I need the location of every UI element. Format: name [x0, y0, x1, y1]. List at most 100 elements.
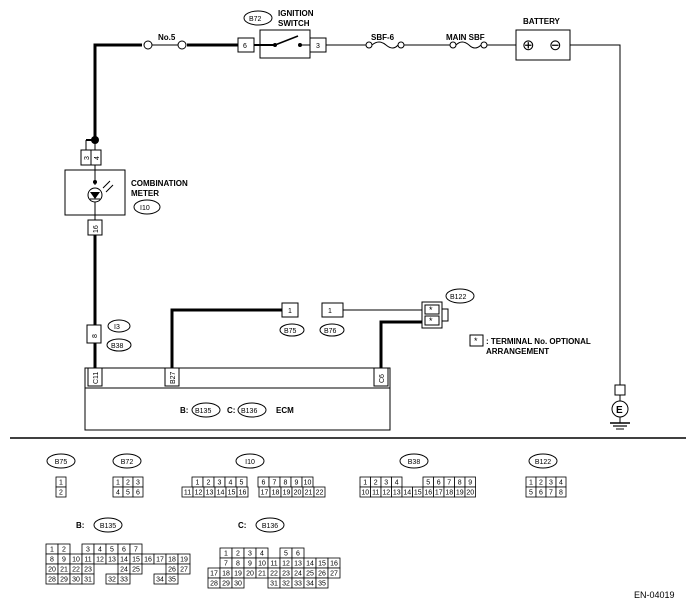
svg-text:6: 6 [243, 43, 247, 50]
svg-text:B:: B: [76, 521, 84, 530]
terminal-cell: 5 [422, 476, 434, 488]
terminal-cell: 3 [380, 476, 392, 488]
terminal-cell: 7 [219, 557, 233, 569]
terminal-cell: 3 [243, 547, 257, 559]
connector-ref-label: B75 [46, 453, 76, 469]
svg-text:16: 16 [424, 490, 432, 497]
terminal-cell: 10 [359, 486, 371, 498]
svg-text:B136: B136 [262, 523, 278, 530]
svg-text:32: 32 [108, 577, 116, 584]
terminal-cell: 1 [525, 476, 537, 488]
terminal-cell: 28 [45, 573, 59, 585]
terminal-cell: 7 [545, 486, 557, 498]
svg-text:20: 20 [294, 490, 302, 497]
svg-text:3: 3 [316, 43, 320, 50]
svg-text:12: 12 [382, 490, 390, 497]
terminal-cell: 23 [279, 567, 293, 579]
svg-text:No.5: No.5 [158, 33, 176, 42]
svg-text:C:: C: [227, 406, 235, 415]
svg-text:⊖: ⊖ [549, 37, 562, 54]
svg-text:30: 30 [72, 577, 80, 584]
terminal-cell: 27 [177, 563, 191, 575]
terminal-cell: 17 [433, 486, 445, 498]
terminal-cell: 2 [370, 476, 382, 488]
terminal-cell: 1 [55, 476, 67, 488]
svg-text:C6: C6 [379, 374, 386, 383]
svg-text:2: 2 [62, 547, 66, 554]
svg-text:4: 4 [98, 547, 102, 554]
svg-text:C:: C: [238, 521, 246, 530]
terminal-cell: 28 [207, 577, 221, 589]
svg-text:3: 3 [136, 480, 140, 487]
svg-text:8: 8 [458, 480, 462, 487]
terminal-cell: 11 [370, 486, 382, 498]
svg-text:SBF-6: SBF-6 [371, 33, 395, 42]
terminal-cell: 6 [132, 486, 144, 498]
svg-text:21: 21 [60, 567, 68, 574]
terminal-cell: 27 [327, 567, 341, 579]
svg-text:4: 4 [559, 480, 563, 487]
terminal-cell: 12 [279, 557, 293, 569]
connector-ref-label: I10 [235, 453, 265, 469]
power-wiring [93, 43, 621, 385]
svg-text:8: 8 [236, 561, 240, 568]
terminal-cell: 4 [555, 476, 567, 488]
svg-text:16: 16 [330, 561, 338, 568]
fuse-main-sbf: MAIN SBF [446, 33, 488, 49]
svg-text:19: 19 [180, 557, 188, 564]
connector-b76: 1 B76 [319, 302, 345, 337]
svg-text:16: 16 [93, 225, 100, 233]
terminal-cell: 16 [327, 557, 341, 569]
terminal-cell: 29 [219, 577, 233, 589]
terminal-cell: 18 [443, 486, 455, 498]
terminal-cell: 22 [69, 563, 83, 575]
svg-text:5: 5 [110, 547, 114, 554]
svg-text:28: 28 [210, 581, 218, 588]
svg-text:10: 10 [72, 557, 80, 564]
terminal-cell: 1 [359, 476, 371, 488]
svg-text:1: 1 [224, 551, 228, 558]
svg-text:⊕: ⊕ [522, 37, 535, 54]
svg-text:B:: B: [180, 406, 188, 415]
svg-text:32: 32 [282, 581, 290, 588]
svg-text:5: 5 [284, 551, 288, 558]
svg-text:5: 5 [529, 490, 533, 497]
connector-ref-label: B72 [112, 453, 142, 469]
svg-text:7: 7 [549, 490, 553, 497]
terminal-cell: 2 [57, 543, 71, 555]
svg-text:5: 5 [426, 480, 430, 487]
svg-text:8: 8 [92, 334, 99, 338]
svg-text:5: 5 [126, 490, 130, 497]
terminal-cell: 21 [302, 486, 315, 498]
svg-text:13: 13 [108, 557, 116, 564]
svg-text:1: 1 [529, 480, 533, 487]
svg-text:26: 26 [168, 567, 176, 574]
svg-text:4: 4 [94, 156, 101, 160]
svg-text:13: 13 [206, 490, 214, 497]
terminal-cell: 4 [391, 476, 403, 488]
terminal-cell: 21 [255, 567, 269, 579]
terminal-cell: 5 [105, 543, 119, 555]
terminal-cell: 6 [535, 486, 547, 498]
svg-text:19: 19 [234, 571, 242, 578]
terminal-cell: 15 [315, 557, 329, 569]
connector-b122: B122 * * [421, 288, 475, 329]
svg-text:B122: B122 [535, 459, 551, 466]
terminal-cell: 3 [545, 476, 557, 488]
terminal-cell: 13 [391, 486, 403, 498]
terminal-cell: 22 [313, 486, 326, 498]
svg-text:14: 14 [306, 561, 314, 568]
svg-text:18: 18 [272, 490, 280, 497]
svg-text:B72: B72 [249, 16, 262, 23]
diagram-code: EN-04019 [634, 590, 675, 600]
svg-text:12: 12 [195, 490, 203, 497]
terminal-cell: 33 [117, 573, 131, 585]
svg-text:1: 1 [288, 308, 292, 315]
svg-text:11: 11 [372, 490, 379, 497]
terminal-cell: 19 [280, 486, 293, 498]
svg-text:25: 25 [132, 567, 140, 574]
svg-text:35: 35 [168, 577, 176, 584]
svg-text:1: 1 [116, 480, 120, 487]
terminal-cell: 7 [443, 476, 455, 488]
